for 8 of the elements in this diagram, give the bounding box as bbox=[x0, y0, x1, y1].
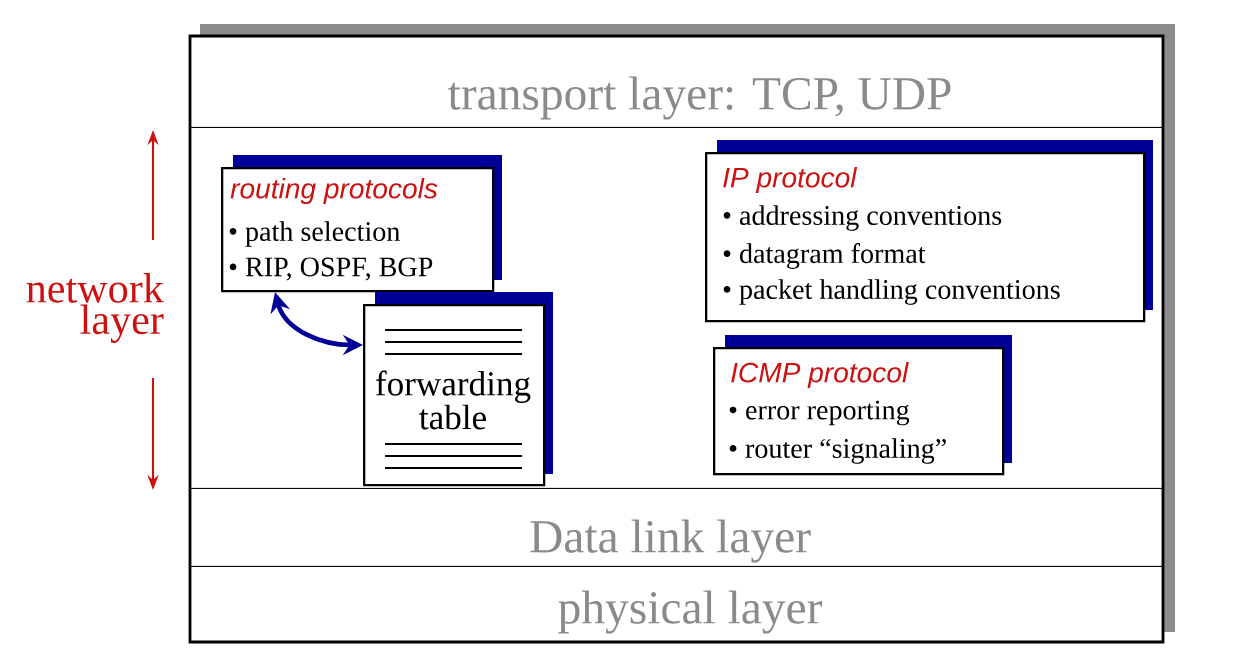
protocol-box: IP protocol • addressing conventions • datagram format • packet handling conventions bbox=[705, 140, 1153, 323]
protocol-box: ICMP protocol • error reporting • router “signaling” bbox=[713, 335, 1012, 476]
layer-band: transport layer: TCP, UDP bbox=[190, 36, 1164, 128]
protocol-box: routing protocols • path selection • RIP, OSPF, BGP bbox=[221, 155, 502, 293]
node-label: network layer bbox=[26, 273, 164, 343]
layer-band: physical layer bbox=[190, 566, 1164, 643]
layer-band: Data link layer bbox=[190, 488, 1164, 567]
table-box: forwarding table bbox=[363, 292, 553, 487]
